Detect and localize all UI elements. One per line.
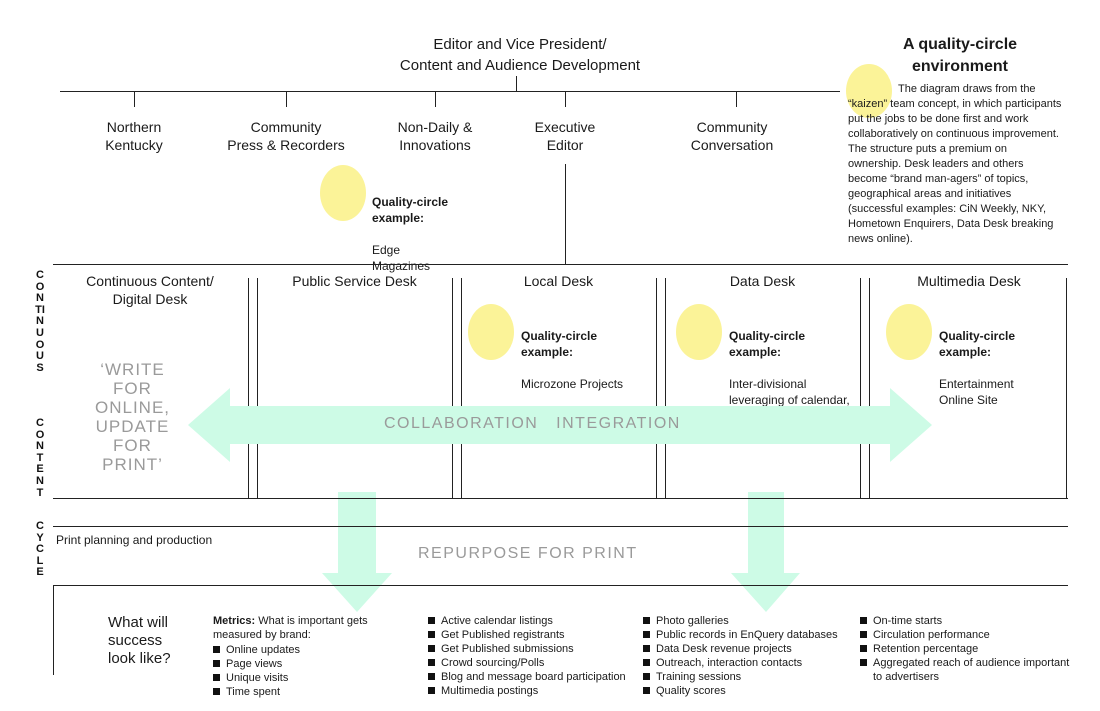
list-item: Multimedia postings	[428, 684, 638, 698]
desk-band-top	[53, 264, 1068, 265]
metrics-col2: Active calendar listings Get Published r…	[428, 614, 638, 698]
desk-band-bottom	[53, 498, 1068, 499]
list-item: Public records in EnQuery databases	[643, 628, 853, 642]
list-item: Blog and message board participation	[428, 670, 638, 684]
desk-divider	[869, 278, 870, 498]
list-item: Unique visits	[213, 671, 413, 685]
print-planning: Print planning and production	[56, 533, 213, 547]
unit-non-daily: Non-Daily & Innovations	[397, 119, 473, 153]
left-frame	[53, 585, 54, 675]
repurpose-arrow-left	[322, 492, 392, 612]
repurpose-label: REPURPOSE FOR PRINT	[418, 545, 638, 562]
desk-divider	[452, 278, 453, 498]
metrics-intro: Metrics: What is important gets measured…	[213, 614, 413, 642]
desk-divider	[656, 278, 657, 498]
qc-data: Quality-circle example: Inter-divisional…	[729, 312, 859, 424]
qc-label: Quality-circle example:	[729, 329, 806, 359]
qc-multimedia: Quality-circle example: Entertainment On…	[939, 312, 1064, 408]
title-connector	[516, 76, 517, 91]
org-drop-line	[134, 91, 135, 107]
vertical-label-continuous: CONTINUOUS	[35, 269, 45, 374]
vertical-label-content: CONTENT	[35, 417, 45, 499]
qc-circle-local	[468, 304, 514, 360]
list-item: Get Published submissions	[428, 642, 638, 656]
metrics-col1: Online updates Page views Unique visits …	[213, 643, 413, 699]
sidebar-body: The diagram draws from the “kaizen” team…	[848, 83, 1062, 245]
list-item: Photo galleries	[643, 614, 853, 628]
list-item: Time spent	[213, 685, 413, 699]
list-item: Data Desk revenue projects	[643, 642, 853, 656]
desk-divider	[461, 278, 462, 498]
collaboration-label: COLLABORATION INTEGRATION	[384, 415, 681, 432]
unit-northern-kentucky: Northern Kentucky	[105, 119, 163, 153]
list-item: Get Published registrants	[428, 628, 638, 642]
qc-circle-data	[676, 304, 722, 360]
list-item: Active calendar listings	[428, 614, 638, 628]
print-band-top	[53, 526, 1068, 527]
exec-editor-line	[565, 164, 566, 265]
unit-community-conversation: Community Conversation	[690, 119, 774, 153]
metrics-intro-text: What is important gets measured by brand…	[213, 615, 368, 641]
qc-label: Quality-circle example:	[939, 329, 1016, 359]
org-drop-line	[286, 91, 287, 107]
list-item: Crowd sourcing/Polls	[428, 656, 638, 670]
top-title: Editor and Vice President/ Content and A…	[399, 36, 641, 74]
desk-continuous-content: Continuous Content/ Digital Desk	[86, 273, 214, 307]
list-item: Online updates	[213, 643, 413, 657]
desk-public-service: Public Service Desk	[292, 273, 417, 289]
desk-data: Data Desk	[729, 273, 796, 289]
qc-local-text: Microzone Projects	[521, 377, 624, 391]
sidebar-circle	[846, 64, 892, 118]
qc-label: Quality-circle example:	[372, 195, 449, 225]
desk-divider	[257, 278, 258, 498]
list-item: Quality scores	[643, 684, 853, 698]
desk-multimedia: Multimedia Desk	[917, 273, 1021, 289]
qc-circle-nondaily	[320, 165, 366, 221]
list-item: Circulation performance	[860, 628, 1072, 642]
qc-multimedia-text: Entertainment Online Site	[939, 377, 1014, 407]
qc-circle-multimedia	[886, 304, 932, 360]
list-item: Retention percentage	[860, 642, 1072, 656]
unit-executive-editor: Executive Editor	[534, 119, 596, 153]
list-item: Outreach, interaction contacts	[643, 656, 853, 670]
qc-nondaily-text: Edge Magazines	[372, 243, 431, 273]
list-item: Training sessions	[643, 670, 853, 684]
success-question: What will success look like?	[108, 614, 171, 667]
desk-divider	[1066, 278, 1067, 498]
metrics-col4: On-time starts Circulation performance R…	[860, 614, 1072, 684]
org-drop-line	[435, 91, 436, 107]
qc-local: Quality-circle example: Microzone Projec…	[521, 312, 651, 392]
org-horizontal-line	[60, 91, 840, 92]
qc-nondaily: Quality-circle example: Edge Magazines	[372, 178, 482, 274]
repurpose-arrow-right	[731, 492, 800, 612]
sidebar-title: A quality-circle environment	[902, 36, 1018, 75]
org-drop-line	[565, 91, 566, 107]
qc-label: Quality-circle example:	[521, 329, 598, 359]
metrics-label: Metrics:	[213, 615, 256, 627]
desk-divider	[248, 278, 249, 498]
desk-local: Local Desk	[523, 273, 594, 289]
desk-divider	[860, 278, 861, 498]
org-drop-line	[736, 91, 737, 107]
print-band-bottom	[53, 585, 1068, 586]
list-item: Aggregated reach of audience important t…	[860, 656, 1072, 684]
unit-community-press: Community Press & Recorders	[227, 119, 345, 153]
list-item: Page views	[213, 657, 413, 671]
desk-divider	[665, 278, 666, 498]
metrics-col3: Photo galleries Public records in EnQuer…	[643, 614, 853, 698]
list-item: On-time starts	[860, 614, 1072, 628]
write-for-online: ‘WRITE FOR ONLINE, UPDATE FOR PRINT’	[94, 360, 171, 474]
vertical-label-cycle: CYCLE	[36, 520, 44, 579]
